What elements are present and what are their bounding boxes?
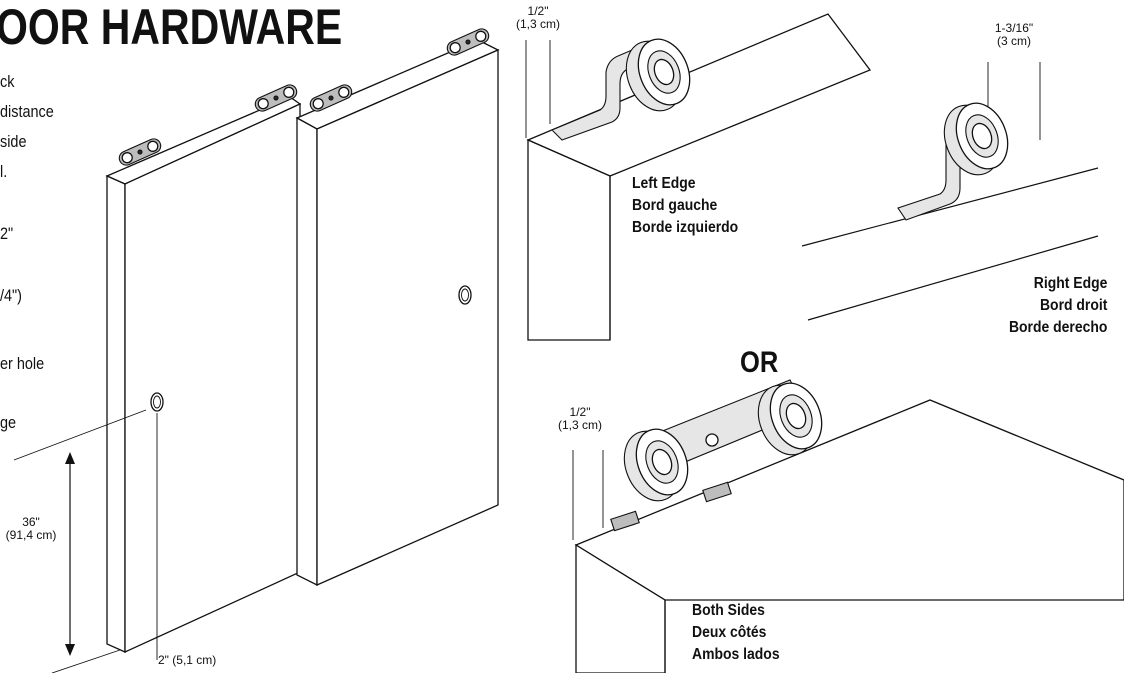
side-text-line: er hole [0, 354, 45, 373]
offset-dimension-label: 2" (5,1 cm) [158, 653, 217, 667]
both-sides-en: Both Sides [692, 602, 765, 619]
height-cm: (91,4 cm) [5, 528, 57, 542]
or-separator: OR [740, 346, 779, 379]
door-hangers [118, 28, 490, 166]
right-edge-en: Right Edge [1033, 275, 1107, 292]
left-door [105, 96, 302, 654]
height-dimension [13, 409, 158, 673]
left-edge-fr: Bord gauche [632, 197, 718, 214]
height-inches: 36" [22, 515, 40, 529]
right-gap-cm: (3 cm) [997, 34, 1031, 48]
both-gap-label: 1/2" (1,3 cm) [552, 406, 608, 432]
left-edge-label: Left Edge Bord gauche Borde izquierdo [632, 173, 738, 239]
page-title: OOR HARDWARE [0, 0, 343, 55]
side-text-line: ck [0, 72, 15, 91]
left-gap-label: 1/2" (1,3 cm) [510, 5, 566, 31]
right-edge-detail [801, 62, 1099, 321]
right-edge-label: Right Edge Bord droit Borde derecho [1009, 273, 1107, 339]
side-text-line: /4") [0, 286, 22, 305]
both-sides-label: Both Sides Deux côtés Ambos lados [692, 600, 780, 666]
left-gap-cm: (1,3 cm) [515, 17, 560, 31]
side-text-line: 2" [0, 224, 14, 243]
left-edge-detail [525, 13, 872, 341]
right-gap-inches: 1-3/16" [994, 21, 1034, 35]
side-text-line: side [0, 132, 27, 151]
both-sides-fr: Deux côtés [692, 624, 767, 641]
right-door [295, 39, 500, 587]
both-sides-es: Ambos lados [692, 646, 780, 663]
left-edge-en: Left Edge [632, 175, 696, 192]
both-sides-detail [572, 379, 1124, 673]
left-edge-es: Borde izquierdo [632, 219, 739, 236]
side-text-line: l. [0, 162, 8, 181]
left-gap-inches: 1/2" [527, 4, 549, 18]
both-gap-cm: (1,3 cm) [557, 418, 602, 432]
right-edge-es: Borde derecho [1008, 319, 1107, 336]
both-gap-inches: 1/2" [569, 405, 591, 419]
right-gap-label: 1-3/16" (3 cm) [984, 22, 1044, 48]
side-text-line: ge [0, 413, 17, 432]
height-dimension-label: 36" (91,4 cm) [0, 516, 62, 542]
side-text-line: distance [0, 102, 54, 121]
right-edge-fr: Bord droit [1039, 297, 1107, 314]
